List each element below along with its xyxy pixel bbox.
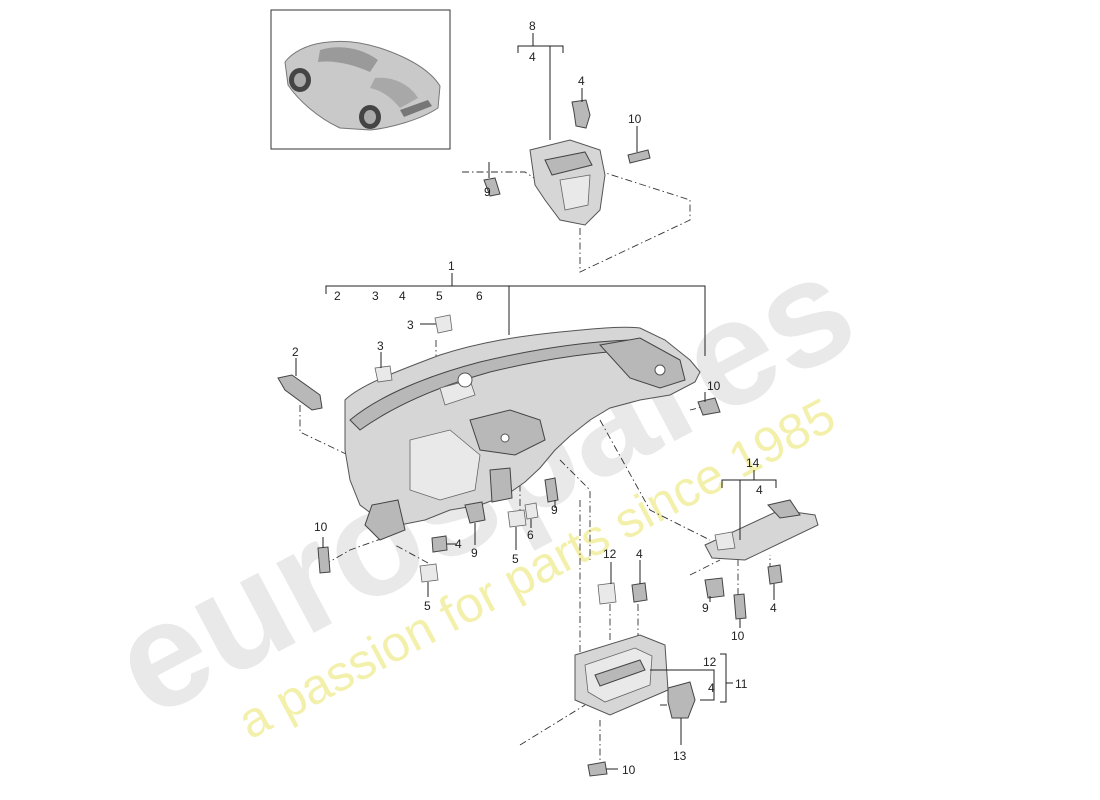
clip-5-mid [507, 509, 527, 528]
callout-9-center: 9 [551, 503, 558, 517]
part-4-top [571, 99, 591, 129]
callout-10-bracket: 10 [731, 629, 745, 643]
callout-9-lower: 9 [471, 546, 478, 560]
bolt-9-top [483, 177, 501, 197]
clip-6 [524, 502, 539, 520]
callout-9-bracket: 9 [702, 601, 709, 615]
callout-3-mid: 3 [407, 318, 414, 332]
callout-8-sub-4: 4 [529, 50, 536, 64]
strip-2 [277, 374, 323, 411]
callout-4-clip: 4 [636, 547, 643, 561]
dashboard-carrier [344, 326, 701, 541]
clip-4-bracket [767, 564, 783, 585]
callout-10-left: 10 [314, 520, 328, 534]
callout-1-sub-2: 2 [334, 289, 341, 303]
leader-lines [295, 33, 777, 770]
bolt-10-left [317, 546, 331, 574]
callout-12: 12 [603, 547, 617, 561]
callout-5-low: 5 [424, 599, 431, 613]
bolt-10-right [697, 397, 721, 416]
callout-1-sub-6: 6 [476, 289, 483, 303]
callout-3-left: 3 [377, 339, 384, 353]
callout-8: 8 [529, 19, 536, 33]
callout-1-sub-5: 5 [436, 289, 443, 303]
callout-2: 2 [292, 345, 299, 359]
car-image [284, 40, 441, 131]
callout-1-sub-3: 3 [372, 289, 379, 303]
callout-11: 11 [735, 677, 748, 691]
clip-3-left [374, 365, 393, 383]
callout-6: 6 [527, 528, 534, 542]
callout-4-bracket: 4 [770, 601, 777, 615]
clip-5-low [419, 563, 439, 583]
bolt-9-lower [464, 501, 486, 524]
callout-4-frame: 4 [708, 681, 715, 695]
car-thumbnail [270, 9, 451, 150]
callout-5-mid: 5 [512, 552, 519, 566]
callout-9-top: 9 [484, 185, 491, 199]
top-bracket [529, 139, 606, 226]
callout-10-bottom: 10 [622, 763, 636, 777]
callout-4-top: 4 [578, 74, 585, 88]
part-13 [667, 681, 696, 719]
callout-10-top: 10 [628, 112, 642, 126]
frame-11 [574, 634, 669, 716]
bolt-9-center [544, 477, 559, 503]
bolt-10-bracket [733, 593, 747, 620]
callout-13: 13 [673, 749, 687, 763]
bolt-10-top [627, 149, 651, 164]
callout-1-sub-4: 4 [399, 289, 406, 303]
callout-12-frame: 12 [703, 655, 717, 669]
clip-4-frame-top [631, 582, 648, 603]
callout-10-right: 10 [707, 379, 721, 393]
clip-4-left [431, 535, 448, 553]
bolt-9-bracket [704, 577, 725, 599]
callout-1: 1 [448, 259, 455, 273]
callout-14: 14 [746, 456, 760, 470]
callout-labels: 1 2 3 4 5 6 2 3 3 8 4 4 10 9 10 9 10 4 9… [292, 19, 777, 777]
clip-12 [597, 582, 617, 605]
callout-14-sub-4: 4 [756, 483, 763, 497]
callout-4-left: 4 [455, 537, 462, 551]
clip-3-mid [434, 314, 453, 334]
bolt-10-bottom [587, 761, 608, 777]
bracket-14 [704, 499, 819, 561]
